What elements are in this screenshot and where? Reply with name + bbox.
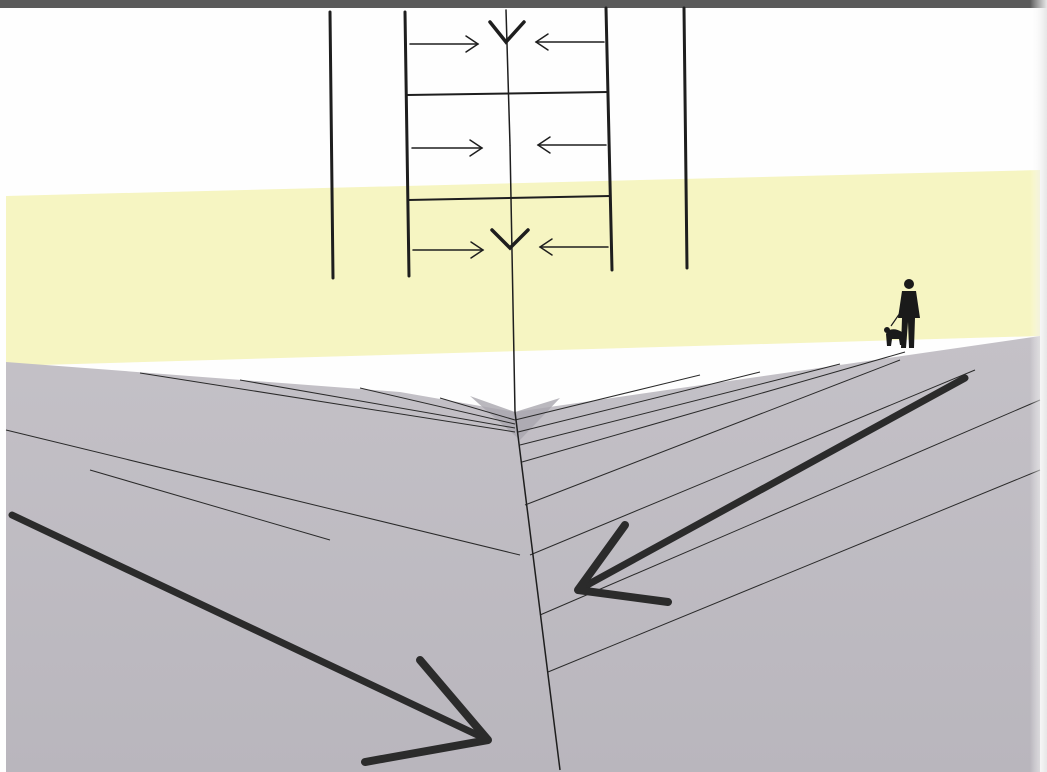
top-edge-strip [0,0,1047,8]
sky-band [6,170,1040,366]
person-head [904,279,914,289]
dog-head [884,327,890,333]
right-edge-fade [1030,0,1047,772]
